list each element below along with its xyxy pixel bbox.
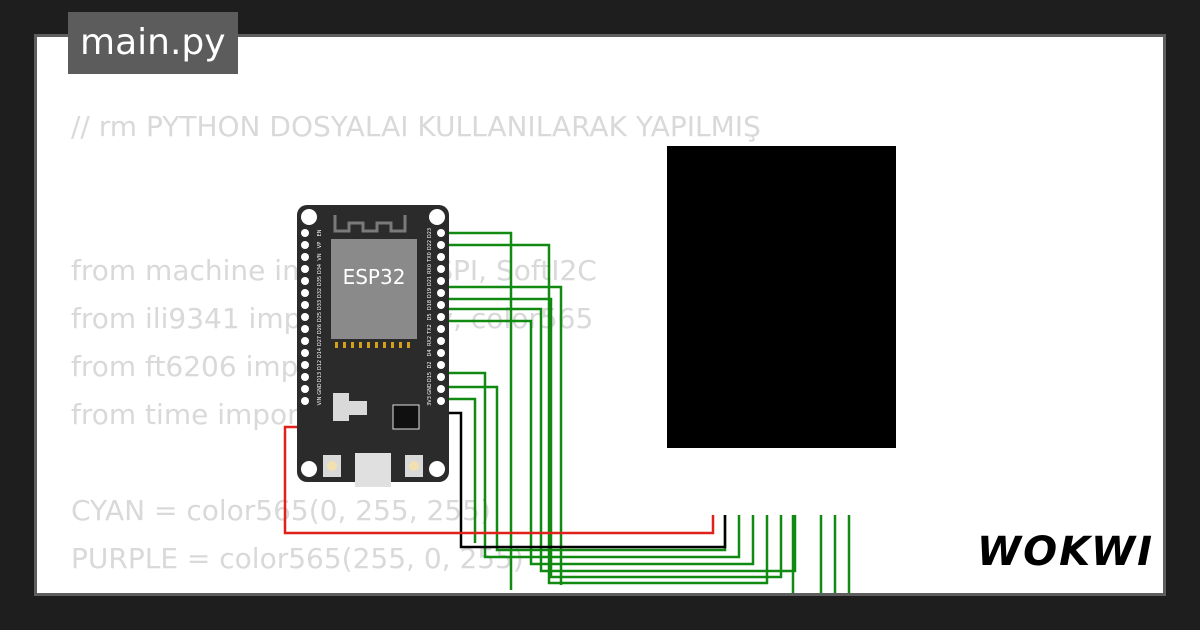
left-pin-label: D34 <box>317 264 323 274</box>
left-pin-label: D33 <box>317 300 323 310</box>
right-pin-label: D22 <box>427 240 433 250</box>
right-pin-d2[interactable] <box>437 361 445 369</box>
left-pin-label: D13 <box>317 372 323 382</box>
antenna-icon <box>333 215 407 233</box>
right-pin-label: D4 <box>427 349 433 356</box>
wire-d19 <box>443 297 783 579</box>
usb-port[interactable] <box>355 453 391 487</box>
ili9341-display[interactable] <box>667 146 896 448</box>
wokwi-logo: WOKWI <box>977 529 1155 575</box>
left-pin-label: GND <box>317 383 323 395</box>
regulator <box>333 393 349 421</box>
left-pin-vp[interactable] <box>301 241 309 249</box>
code-line-cyan: CYAN = color565(0, 255, 255) <box>71 494 491 527</box>
right-pin-tx2[interactable] <box>437 325 445 333</box>
wire-d23 <box>443 231 513 590</box>
regulator-tab <box>349 401 367 415</box>
mount-hole <box>301 209 317 225</box>
right-pin-header: D23D22TX0RX0D21D19D18D5TX2RX2D4D2D15GND3… <box>427 228 445 406</box>
right-pin-d4[interactable] <box>437 349 445 357</box>
left-pin-vn[interactable] <box>301 253 309 261</box>
left-pin-d34[interactable] <box>301 265 309 273</box>
right-pin-label: D15 <box>427 372 433 382</box>
left-pin-gnd[interactable] <box>301 385 309 393</box>
right-pin-label: D23 <box>427 228 433 238</box>
left-pin-d14[interactable] <box>301 349 309 357</box>
mount-hole <box>301 461 317 477</box>
right-pin-d22[interactable] <box>437 241 445 249</box>
left-pin-d32[interactable] <box>301 289 309 297</box>
left-pin-label: VP <box>317 242 323 248</box>
left-pin-label: VN <box>317 253 323 260</box>
right-pin-gnd[interactable] <box>437 385 445 393</box>
simulation-canvas[interactable]: // rm PYTHON DOSYALAI KULLANILARAK YAPIL… <box>34 34 1166 596</box>
left-pin-vin[interactable] <box>301 397 309 405</box>
esp32-board[interactable]: ESP32 ENVPVND34D35D32D33D25D26D27D14D12D… <box>37 37 1166 596</box>
right-pin-d19[interactable] <box>437 289 445 297</box>
file-tab[interactable]: main.py <box>68 12 238 74</box>
left-pin-label: D12 <box>317 360 323 370</box>
wire-d15 <box>443 397 477 543</box>
chip-label: ESP32 <box>343 265 406 289</box>
wire-d18 <box>443 307 797 573</box>
right-pin-label: TX0 <box>427 252 433 263</box>
left-pin-label: D26 <box>317 324 323 334</box>
wire-d4 <box>443 371 741 559</box>
left-pin-en[interactable] <box>301 229 309 237</box>
left-pin-header: EN VP VN D34D35D32D33D25D26D27D14D12D13GNDV… <box>301 229 323 405</box>
right-pin-d18[interactable] <box>437 301 445 309</box>
left-pin-label: D14 <box>317 348 323 358</box>
wire-vin <box>283 425 715 535</box>
right-pin-rx0[interactable] <box>437 265 445 273</box>
wire-d22 <box>443 243 769 585</box>
left-pin-label: D35 <box>317 276 323 286</box>
right-pin-d23[interactable] <box>437 229 445 237</box>
left-pin-d35[interactable] <box>301 277 309 285</box>
right-pin-label: D21 <box>427 276 433 286</box>
right-pin-d5[interactable] <box>437 313 445 321</box>
right-pin-3v3[interactable] <box>437 397 445 405</box>
left-pin-d27[interactable] <box>301 337 309 345</box>
wire-d21 <box>443 285 563 585</box>
mount-hole <box>429 209 445 225</box>
usb-uart-chip <box>392 404 420 430</box>
wire-gnd <box>443 411 727 549</box>
code-line-white: WHITE = color565(255, 255, 255) <box>71 583 544 593</box>
right-pin-d21[interactable] <box>437 277 445 285</box>
wire-d5 <box>443 319 755 566</box>
right-pin-label: RX2 <box>427 336 433 346</box>
right-pin-label: RX0 <box>427 264 433 274</box>
right-pin-tx0[interactable] <box>437 253 445 261</box>
left-pin-d33[interactable] <box>301 301 309 309</box>
right-pin-rx2[interactable] <box>437 337 445 345</box>
left-pin-d12[interactable] <box>301 361 309 369</box>
left-pin-label: D32 <box>317 288 323 298</box>
mount-hole <box>429 461 445 477</box>
right-pin-label: TX2 <box>427 324 433 335</box>
right-pin-d15[interactable] <box>437 373 445 381</box>
left-pin-d25[interactable] <box>301 313 309 321</box>
left-pin-label: D27 <box>317 336 323 346</box>
left-pin-label: D25 <box>317 312 323 322</box>
wires-layer <box>283 231 851 593</box>
right-pin-label: GND <box>427 383 433 395</box>
right-pin-label: 3V3 <box>427 396 433 406</box>
left-pin-d13[interactable] <box>301 373 309 381</box>
left-pin-d26[interactable] <box>301 325 309 333</box>
right-pin-label: D18 <box>427 300 433 310</box>
left-pin-label: EN <box>317 229 323 236</box>
right-pin-label: D2 <box>427 361 433 368</box>
right-pin-label: D5 <box>427 313 433 320</box>
right-pin-label: D19 <box>427 288 433 298</box>
esp32-module <box>331 239 417 339</box>
left-pin-label: VIN <box>317 396 323 405</box>
code-line-comment: // rm PYTHON DOSYALAI KULLANILARAK YAPIL… <box>71 110 761 143</box>
